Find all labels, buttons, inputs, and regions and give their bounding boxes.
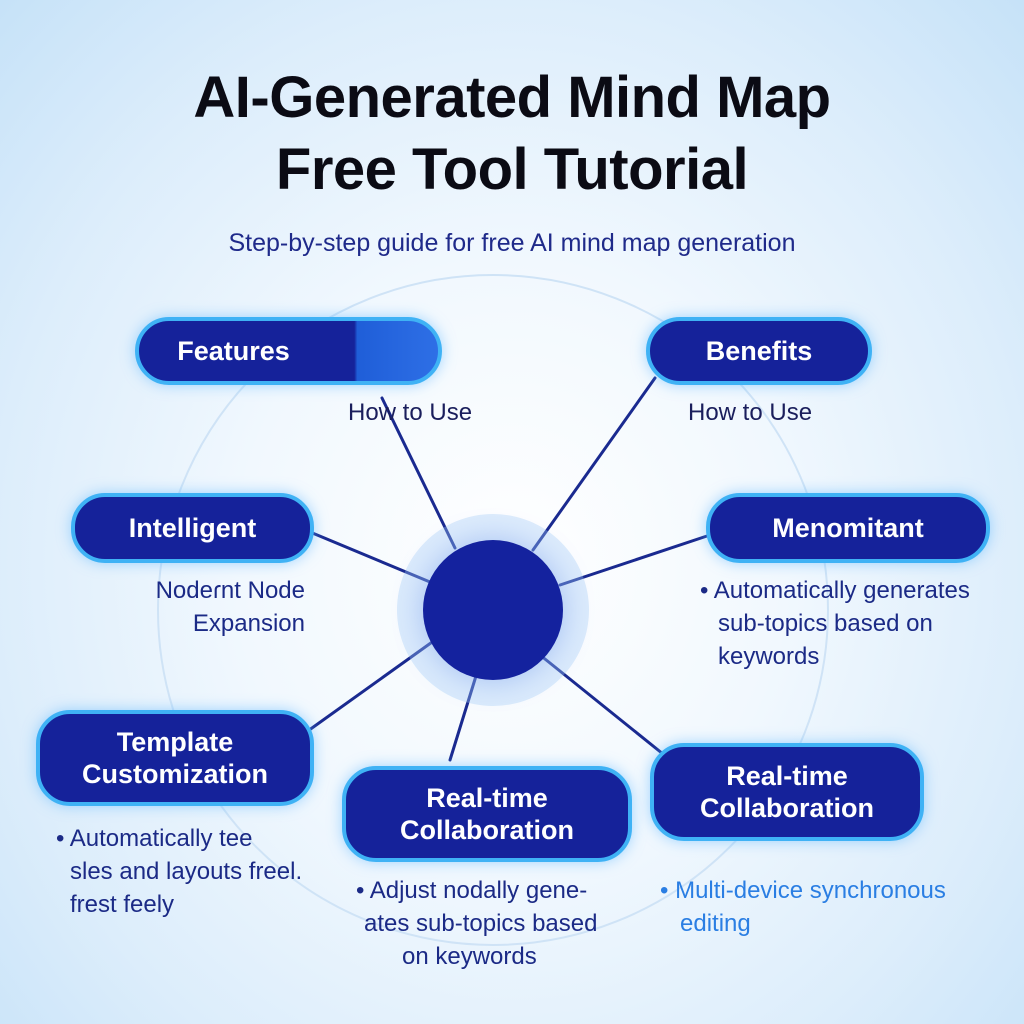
node-realtime-center-label-1: Real-time bbox=[426, 783, 548, 813]
node-features[interactable]: Features bbox=[135, 317, 442, 385]
intelligent-desc-line-1: Nodeɾnt Node bbox=[155, 577, 305, 604]
intelligent-desc-line-2: Expansion bbox=[192, 610, 305, 637]
template-desc-line-3: frest feely bbox=[70, 891, 175, 918]
node-intelligent-label: Intelligent bbox=[128, 512, 257, 543]
link-realtime-center bbox=[448, 674, 478, 762]
node-realtime-right-label-2: Collaboration bbox=[700, 793, 874, 823]
page-title: AI-Generated Mind Map Free Tool Tutorial bbox=[0, 62, 1024, 206]
node-template-customization[interactable]: Template Customization bbox=[36, 710, 314, 806]
node-realtime-collaboration-center[interactable]: Real-time Collaboration bbox=[342, 766, 632, 862]
link-menomitant bbox=[558, 533, 712, 587]
features-sub-label: How to Use bbox=[348, 399, 473, 426]
node-benefits-label: Benefits bbox=[705, 335, 813, 366]
menomitant-description: • Automatically generates sub-topics bas… bbox=[700, 574, 970, 673]
node-realtime-right-label-1: Real-time bbox=[726, 761, 848, 791]
link-intelligent bbox=[308, 530, 432, 584]
node-menomitant-label: Menomitant bbox=[772, 512, 924, 543]
realtime-center-desc-line-1: • Adjust nodally gene- bbox=[356, 877, 588, 904]
benefits-sub-label: How to Use bbox=[688, 399, 813, 426]
node-template-label-2: Customization bbox=[82, 759, 268, 789]
template-desc-line-1: • Automatically tee bbox=[56, 825, 253, 852]
realtime-center-desc-line-3: on keywords bbox=[402, 943, 537, 970]
realtime-center-description: • Adjust nodally gene- ates sub-topics b… bbox=[356, 874, 597, 973]
menomitant-desc-line-3: keywords bbox=[718, 643, 820, 670]
realtime-right-description: • Multi-device synchronous editing bbox=[660, 874, 946, 940]
template-description: • Automatically tee sles and layouts fre… bbox=[56, 822, 302, 921]
link-realtime-right bbox=[538, 653, 670, 760]
link-template bbox=[303, 638, 437, 735]
realtime-right-desc-line-2: editing bbox=[680, 910, 751, 937]
title-line-2: Free Tool Tutorial bbox=[275, 137, 749, 202]
node-template-label-1: Template bbox=[116, 727, 234, 757]
central-hub-node[interactable] bbox=[423, 540, 563, 680]
title-line-1: AI-Generated Mind Map bbox=[193, 65, 831, 130]
menomitant-desc-line-2: sub-topics based on bbox=[718, 610, 933, 637]
background-ring bbox=[157, 274, 829, 946]
node-menomitant[interactable]: Menomitant bbox=[706, 493, 990, 563]
node-intelligent[interactable]: Intelligent bbox=[71, 493, 314, 563]
link-features bbox=[380, 396, 457, 550]
node-realtime-center-label-2: Collaboration bbox=[400, 815, 574, 845]
node-realtime-collaboration-right[interactable]: Real-time Collaboration bbox=[650, 743, 924, 841]
intelligent-description: Nodeɾnt Node Expansion bbox=[130, 574, 305, 640]
link-benefits bbox=[531, 376, 657, 552]
page-subtitle: Step-by-step guide for free AI mind map … bbox=[228, 229, 796, 257]
node-benefits[interactable]: Benefits bbox=[646, 317, 872, 385]
realtime-right-desc-line-1: • Multi-device synchronous bbox=[660, 877, 946, 904]
template-desc-line-2: sles and layouts freel. bbox=[70, 858, 303, 885]
realtime-center-desc-line-2: ates sub-topics based bbox=[364, 910, 598, 937]
menomitant-desc-line-1: • Automatically generates bbox=[700, 577, 970, 604]
node-features-label: Features bbox=[177, 335, 290, 366]
